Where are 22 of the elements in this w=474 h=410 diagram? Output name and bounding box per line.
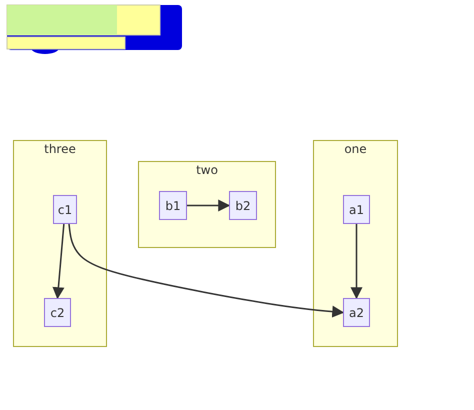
subgraph-title: two — [195, 162, 219, 178]
node-label: b2 — [235, 198, 251, 212]
subgraph-box — [313, 140, 398, 347]
subgraph-title: three — [43, 141, 77, 157]
process-box — [343, 298, 370, 327]
process-box — [343, 195, 370, 224]
node-label: a2 — [349, 306, 364, 320]
node-label: b1 — [165, 198, 181, 212]
process-box — [229, 191, 257, 220]
arrow — [350, 224, 362, 300]
subgraph-title: one — [343, 141, 368, 157]
node-label: c1 — [58, 202, 72, 216]
subgraph-box — [138, 161, 276, 248]
node-label: c2 — [50, 306, 65, 320]
arrow — [68, 224, 344, 318]
process-box — [159, 191, 187, 220]
process-box — [44, 298, 71, 327]
arrow — [187, 200, 230, 212]
process-box — [53, 195, 77, 224]
arrow — [52, 224, 65, 300]
subgraph-box — [13, 140, 107, 347]
node-label: a1 — [349, 202, 364, 216]
